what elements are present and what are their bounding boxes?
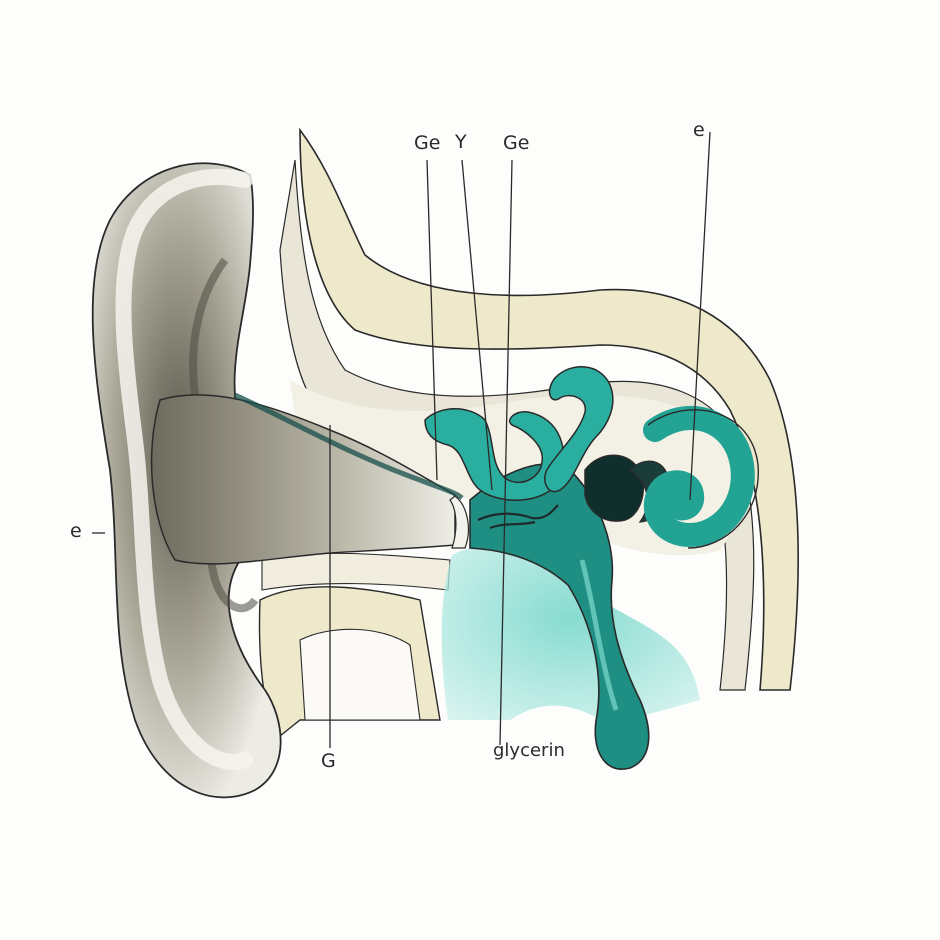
ear-canal <box>150 394 456 565</box>
pointer-line-top-2 <box>461 159 493 491</box>
eustachian-tube-highlight <box>579 559 619 711</box>
ossicles <box>477 504 559 530</box>
cochlea-outline <box>647 409 759 549</box>
pointer-line-top-1 <box>426 159 438 481</box>
label-bottom-left: G <box>321 750 336 772</box>
helix-rim <box>115 169 253 770</box>
canal-upper-edge <box>233 392 464 501</box>
eustachian-tube <box>469 463 650 770</box>
pointer-lines <box>92 131 711 748</box>
label-left: e <box>70 520 82 542</box>
pointer-line-top-right <box>689 131 711 501</box>
label-top-right: e <box>693 119 705 141</box>
semicircular-canal-left <box>424 408 565 501</box>
lower-bone-cavity <box>299 628 421 721</box>
fluid-wash <box>441 545 700 725</box>
pointer-line-top-3 <box>499 159 513 746</box>
label-bottom-center: glycerin <box>493 740 565 761</box>
canal-lower-wall <box>261 552 451 591</box>
vestibule <box>584 454 644 522</box>
semicircular-canal-mid <box>544 366 614 493</box>
cochlea <box>643 405 755 548</box>
label-top-3: Ge <box>503 132 530 154</box>
label-top-2: Y <box>455 131 467 153</box>
label-top-1: Ge <box>414 132 441 154</box>
temporal-bone-upper <box>299 127 799 691</box>
eardrum <box>449 495 469 549</box>
